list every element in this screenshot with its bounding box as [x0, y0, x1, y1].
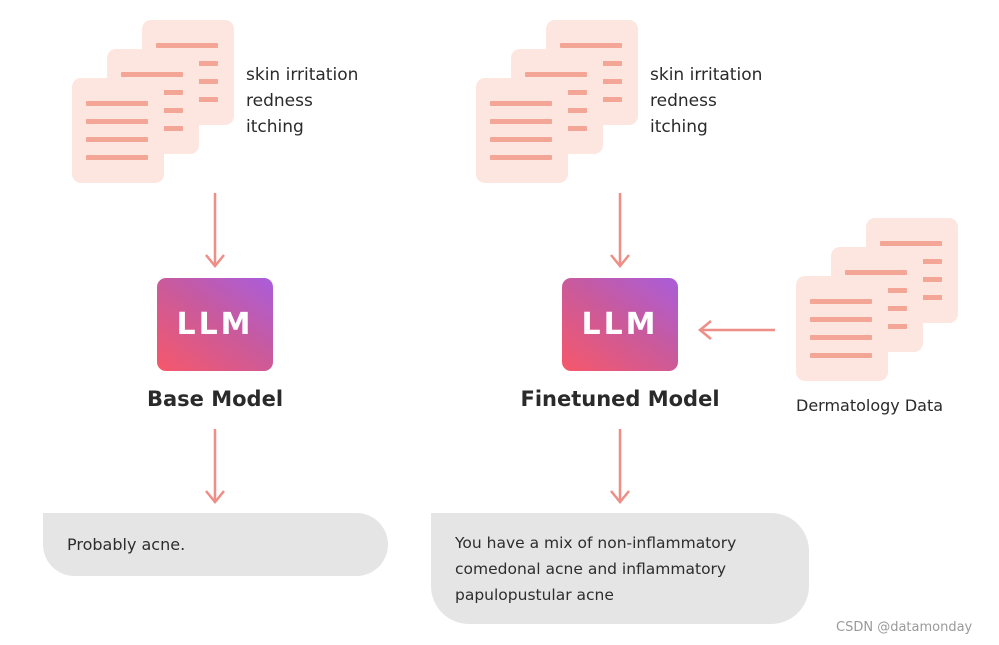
document-icon: [72, 78, 164, 183]
symptom-item: skin irritation: [650, 65, 763, 85]
finetuned-model-label: Finetuned Model: [520, 387, 720, 411]
symptom-item: skin irritation: [246, 65, 359, 85]
base-model-label: Base Model: [146, 387, 284, 411]
base-llm-box: LLM: [157, 278, 273, 371]
arrow-down-icon: [205, 429, 225, 504]
arrow-down-icon: [610, 429, 630, 504]
base-symptom-list: skin irritation redness itching: [246, 62, 358, 140]
base-input-documents: [72, 20, 237, 185]
document-icon: [476, 78, 568, 183]
finetuned-llm-box: LLM: [562, 278, 678, 371]
document-icon: [796, 276, 888, 381]
finetuned-input-documents: [476, 20, 641, 185]
arrow-down-icon: [205, 193, 225, 268]
arrow-down-icon: [610, 193, 630, 268]
dermatology-data-documents: [796, 218, 961, 383]
dermatology-data-label: Dermatology Data: [796, 396, 944, 415]
base-response-bubble: Probably acne.: [43, 513, 388, 576]
response-line: You have a mix of non-inflammatory: [455, 534, 737, 552]
finetuned-response-bubble: You have a mix of non-inflammatory comed…: [431, 513, 809, 624]
response-line: papulopustular acne: [455, 586, 614, 604]
symptom-item: itching: [246, 117, 304, 137]
symptom-item: itching: [650, 117, 708, 137]
response-line: comedonal acne and inflammatory: [455, 560, 727, 578]
symptom-item: redness: [246, 91, 313, 111]
base-response-text: Probably acne.: [67, 534, 186, 554]
symptom-item: redness: [650, 91, 717, 111]
watermark: CSDN @datamonday: [836, 620, 973, 635]
arrow-left-icon: [698, 320, 775, 340]
finetuned-symptom-list: skin irritation redness itching: [650, 62, 762, 140]
